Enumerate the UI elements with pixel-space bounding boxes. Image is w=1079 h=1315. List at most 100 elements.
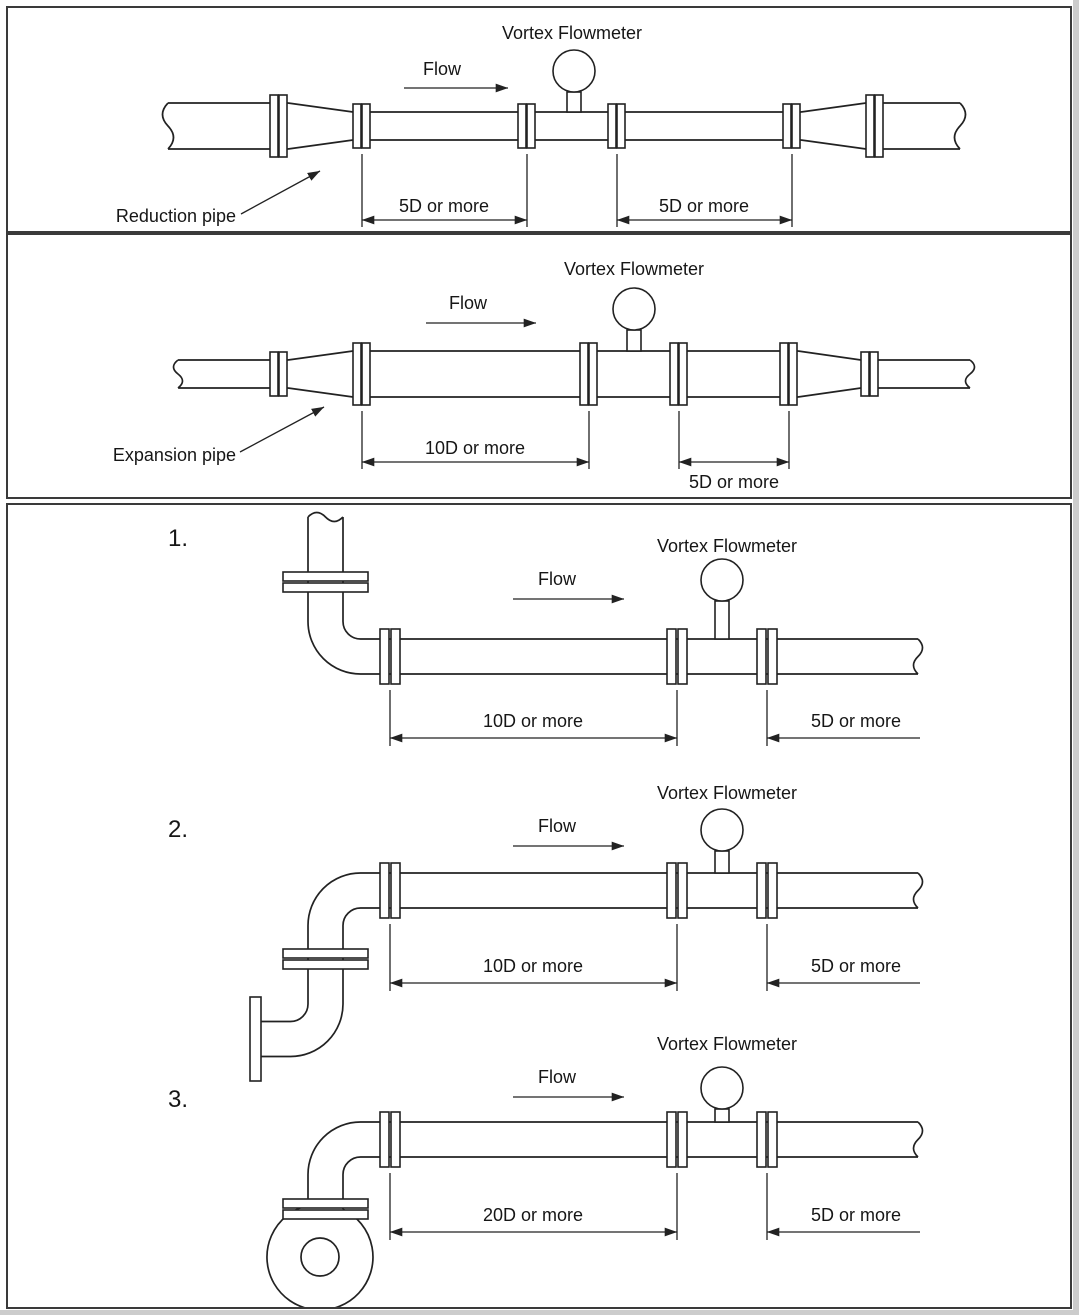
flanges [269,342,879,406]
vortex-flowmeter-label: Vortex Flowmeter [657,1034,797,1054]
flange [390,1111,401,1168]
flange [666,1111,677,1168]
config-1-single-elbow: 1. Vortex Flowmeter Flow 10D or more 5D … [168,511,924,746]
flowmeter-neck [626,329,642,352]
flowmeter-neck [566,91,582,113]
extension-lines [361,411,790,469]
flange [678,342,688,406]
flange [756,1111,767,1168]
downstream-dimension-label: 5D or more [811,956,901,976]
flow-label: Flow [423,59,462,79]
upstream-dimension-label: 10D or more [483,711,583,731]
leader-arrow [239,406,325,453]
pipe-run [307,511,924,675]
flange [860,351,870,397]
extension-lines [361,154,793,227]
loop-inner-edge [300,1237,340,1277]
vortex-flowmeter-label: Vortex Flowmeter [657,536,797,556]
flange [278,351,288,397]
flange [767,628,778,685]
flange [607,103,617,149]
flange [677,1111,688,1168]
panel-reduction-pipe: Vortex Flowmeter Flow 5D or more 5D or m… [6,6,1072,233]
vortex-flowmeter-symbol [700,558,744,640]
flange [282,1209,369,1220]
flange [865,94,875,158]
vortex-flowmeter-symbol [700,808,744,874]
flange [269,94,279,158]
flange [282,948,369,959]
dimensions [361,411,790,469]
elbow-configurations-diagram: 1. Vortex Flowmeter Flow 10D or more 5D … [168,511,924,1307]
flanges [282,571,778,685]
panel-expansion-pipe: Vortex Flowmeter Flow 10D or more 5D or … [6,233,1072,499]
flange [756,862,767,919]
flange [779,342,789,406]
flowmeter-neck [714,850,730,874]
flange [669,342,679,406]
reduction-pipe-diagram: Vortex Flowmeter Flow 5D or more 5D or m… [116,23,967,227]
flange [788,342,798,406]
flowmeter-body [700,1066,744,1110]
flange [352,342,362,406]
flange [282,571,369,582]
vortex-flowmeter-symbol [700,1066,744,1123]
upstream-dimension-label: 10D or more [425,438,525,458]
reduction-pipe-label: Reduction pipe [116,206,236,226]
leader-arrow [240,170,321,215]
upstream-dimension-label: 5D or more [399,196,489,216]
config-3-elbow-with-loop: 3. Vortex Flowmeter Flow 20D or more 5D … [168,1034,924,1307]
flange [791,103,801,149]
flange [361,342,371,406]
flange [666,862,677,919]
config-number: 3. [168,1086,188,1113]
flange [282,582,369,593]
flowmeter-neck [714,1108,730,1123]
flange [782,103,792,149]
flanges [282,1111,778,1220]
flange [616,103,626,149]
flange [278,94,288,158]
downstream-dimension-label: 5D or more [811,711,901,731]
flange [666,628,677,685]
flange [767,862,778,919]
downstream-dimension-label: 5D or more [689,472,779,492]
flowmeter-body [700,558,744,602]
dimensions [389,1173,920,1240]
panel-elbow-configurations: 1. Vortex Flowmeter Flow 10D or more 5D … [6,503,1072,1309]
downstream-dimension-label: 5D or more [659,196,749,216]
flange [579,342,589,406]
config-number: 2. [168,816,188,843]
flange [677,862,688,919]
flange [756,628,767,685]
flange [526,103,536,149]
dimensions [389,690,920,746]
config-2-double-elbow: 2. Vortex Flowmeter Flow 10D or more 5D … [168,783,924,1082]
flanges [249,862,778,1082]
pipe-run [172,350,976,398]
dimensions [361,154,793,227]
flange [249,996,262,1082]
flange [352,103,362,149]
flow-label: Flow [538,569,577,589]
vortex-flowmeter-label: Vortex Flowmeter [564,259,704,279]
flange [588,342,598,406]
flange [677,628,688,685]
flowmeter-body [700,808,744,852]
downstream-dimension-label: 5D or more [811,1205,901,1225]
flange [517,103,527,149]
vortex-flowmeter-symbol [612,287,656,352]
vortex-flowmeter-label: Vortex Flowmeter [502,23,642,43]
flowmeter-neck [714,600,730,640]
flange [390,862,401,919]
flange [282,959,369,970]
flange [767,1111,778,1168]
flowmeter-body [552,49,596,93]
flow-label: Flow [538,1067,577,1087]
pipe-run [266,1121,924,1307]
dimensions [389,924,920,991]
flange [282,1198,369,1209]
vortex-flowmeter-label: Vortex Flowmeter [657,783,797,803]
flanges [269,94,884,158]
